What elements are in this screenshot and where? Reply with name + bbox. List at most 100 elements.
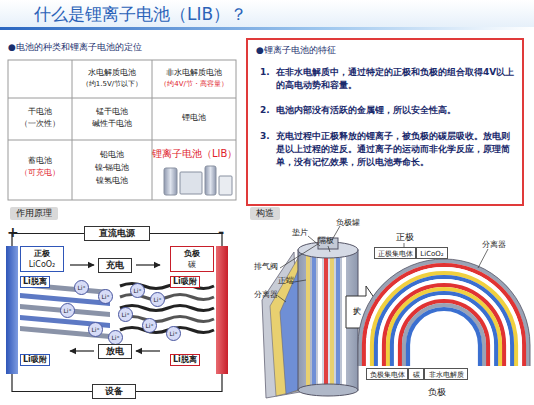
layer-tag: 非水电解质 [424, 368, 468, 380]
anode-electrode: 负极碳Li吸附Li脱离 [166, 246, 228, 374]
part-label: 隔板 [318, 236, 334, 245]
feature-box: ●锂离子电池的特征 1. 在非水电解质中，通过特定的正极和负极的组合取得4V以上的高… [246, 38, 524, 206]
winding-layer [324, 256, 328, 386]
lithium-ion: Li⁺ [74, 280, 89, 295]
node-text: 碳 [409, 370, 423, 380]
node-text: 负极 [171, 249, 213, 259]
discharge-arrow [70, 350, 94, 351]
table-cell: 锂离子电池（LIB） [152, 148, 236, 160]
lithium-ion: Li⁺ [108, 330, 123, 345]
layer-ring [388, 289, 500, 366]
part-label: 正极 [396, 232, 414, 243]
leader-line [478, 249, 488, 268]
node-text: 2. [260, 104, 270, 117]
layer-ring [368, 269, 520, 366]
table-frame [8, 60, 236, 200]
device-box: 设备 [92, 384, 136, 399]
part-label: 正端 [278, 276, 294, 285]
layer-ring [400, 301, 488, 366]
battery-picture [164, 168, 177, 195]
layer-tag: 负极集电体 [366, 368, 408, 380]
power-box: 直流电源 [84, 226, 150, 241]
node-text: Li吸附 [20, 354, 50, 366]
layer-ring [392, 293, 496, 366]
node-text: 正极集电体 [375, 249, 415, 259]
battery-picture [180, 172, 202, 194]
table-rule [8, 140, 236, 141]
wire-connector [150, 234, 222, 247]
winding-layer [342, 256, 346, 386]
table-cell: 镍-镉电池 [72, 163, 152, 173]
layer-ring [376, 277, 512, 366]
title-bar [0, 27, 534, 30]
section-tab: 作用原理 [10, 207, 58, 220]
part-label: 分离器 [482, 240, 506, 249]
lithium-ion: Li⁺ [130, 283, 145, 298]
layer-ring [404, 305, 484, 366]
label-frame: 正极LiCoO₂ [20, 246, 64, 272]
node-text: Li脱离 [170, 354, 200, 366]
polarity-sign: + [7, 224, 19, 241]
lithium-ion: Li⁺ [98, 289, 113, 304]
table-cell: （约4V/节・高容量） [152, 80, 236, 88]
section-tab: 构造 [250, 207, 280, 220]
table-cell: 非水电解质电池 [152, 68, 236, 78]
node-text: 充电过程中正极释放的锂离子，被负极的碳层吸收。放电则是以上过程的逆反。通过离子的… [276, 130, 516, 169]
node-text: 3. [260, 130, 270, 143]
cathode-electrode: 正极LiCoO₂ Li脱离 Li吸附 [6, 246, 68, 374]
label-frame: 负极碳 [170, 246, 214, 272]
charge-arrow [136, 264, 160, 265]
table-cell: 水电解质电池 [72, 68, 152, 78]
table-cell: （一次性） [8, 119, 72, 129]
part-label: 负极罐 [336, 218, 360, 227]
winding-layer [306, 256, 310, 386]
layer-ring [384, 285, 504, 366]
node-text: 1. [260, 66, 270, 79]
battery-picture [205, 166, 216, 195]
title-banner [0, 0, 534, 27]
layer-ring [408, 309, 480, 366]
table-cell: （约1.5V/节以下） [72, 80, 152, 88]
layer-ring [372, 273, 516, 366]
wire-connector [12, 234, 84, 247]
part-label: 分离器 [254, 290, 278, 299]
battery-picture [219, 176, 232, 195]
winding-layer [312, 256, 316, 386]
node-text: ●锂离子电池的特征 [256, 45, 336, 56]
discharge-box: 放电 [98, 344, 132, 359]
winding-layer [330, 256, 334, 386]
table-cell: 锰干电池 [72, 107, 152, 117]
winding-layer [336, 256, 340, 386]
page-title: 什么是锂离子电池（LIB）？ [34, 4, 247, 24]
table-rule [152, 60, 153, 200]
lithium-ion: Li⁺ [150, 292, 165, 307]
lithium-ion: Li⁺ [118, 307, 133, 322]
node-text: 非水电解质 [425, 370, 467, 380]
charge-arrow [70, 264, 94, 265]
layer-tag: 碳 [408, 368, 424, 380]
part-label: 负极 [428, 387, 446, 398]
node-text: 负极集电体 [367, 370, 407, 380]
leader-line [278, 296, 286, 302]
node-text: 设备 [93, 386, 135, 397]
leader-line [294, 280, 306, 282]
table-cell: 锂电池 [152, 113, 236, 123]
ring-outline [358, 259, 530, 366]
node-text: 正极 [21, 249, 63, 259]
node-text: Li脱离 [20, 276, 50, 288]
table-cell: 铅电池 [72, 150, 152, 160]
layer-ring [380, 281, 508, 366]
table-rule [8, 98, 236, 99]
lithium-ion: Li⁺ [142, 318, 157, 333]
polarity-sign: - [218, 223, 224, 241]
layer-ring [360, 261, 528, 366]
table-cell: 蓄电池 [8, 156, 72, 166]
layer-tag: LiCoO₂ [416, 247, 448, 259]
table-cell: 镍氢电池 [72, 176, 152, 186]
node-text: 在非水电解质中，通过特定的正极和负极的组合取得4V以上的高电动势和容量。 [276, 66, 516, 92]
node-text: 充电 [99, 260, 131, 271]
table-cell: 干电池 [8, 107, 72, 117]
charge-box: 充电 [98, 258, 132, 273]
